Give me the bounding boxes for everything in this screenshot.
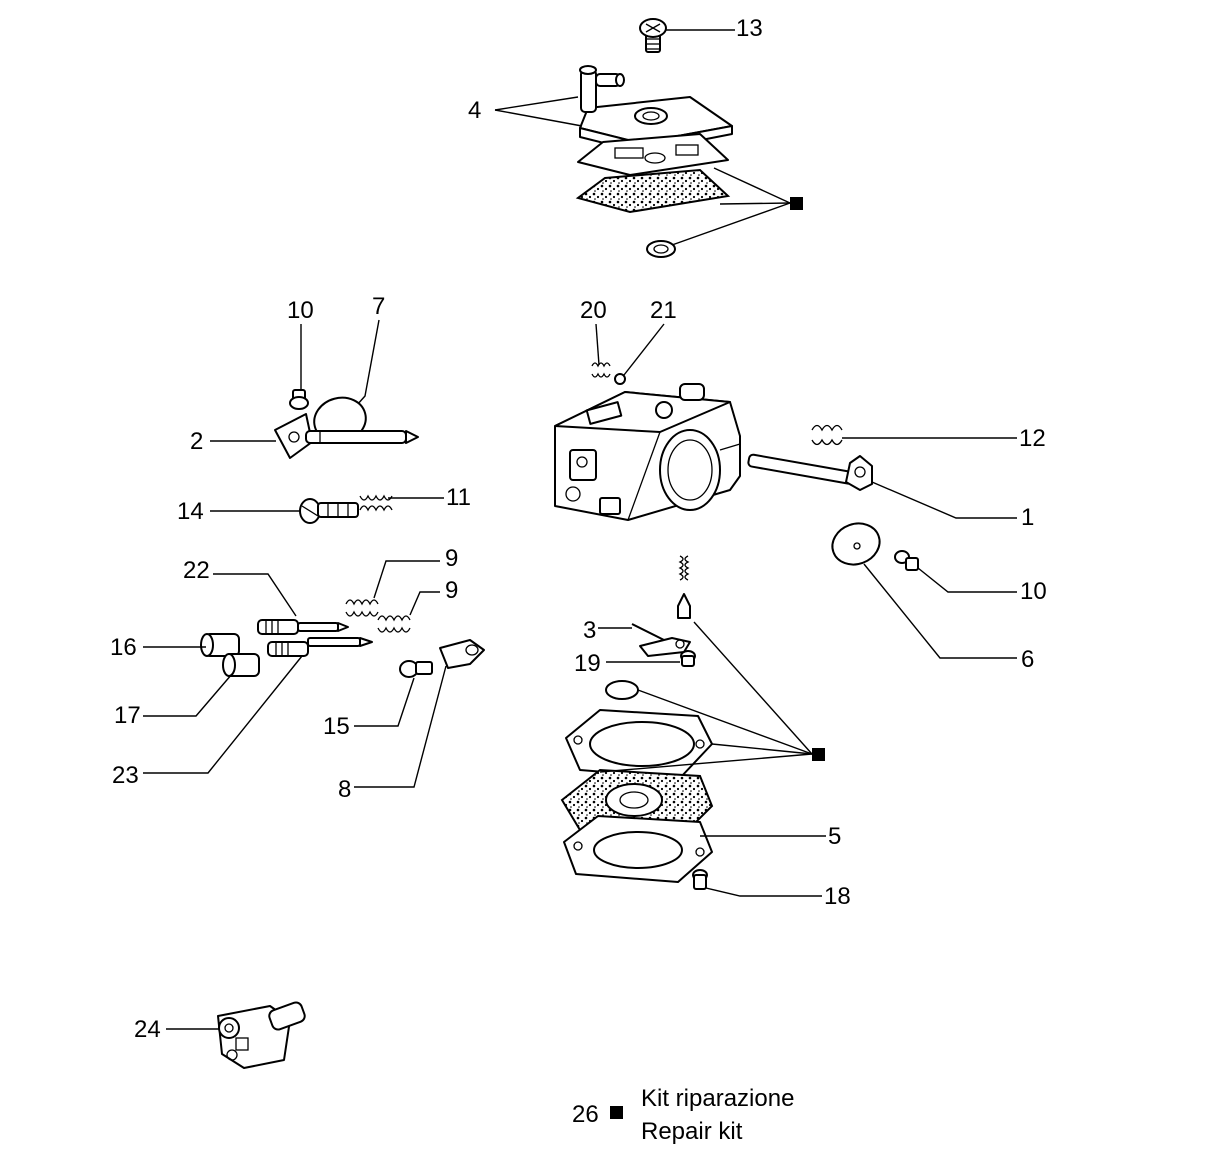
part-8-lever [439,639,485,669]
part-23-needle [267,637,373,657]
callout-19: 19 [574,650,601,677]
leader-8 [354,665,447,788]
legend: 26 Kit riparazione Repair kit [572,1085,794,1145]
callout-9a: 9 [445,545,458,572]
callout-13: 13 [736,15,763,42]
inlet-needle-spring [678,555,690,581]
callout-1: 1 [1021,504,1034,531]
part-16-limiter-cap [200,633,240,657]
callout-11: 11 [446,484,471,511]
callout-14: 14 [177,498,204,525]
metering-disc [605,680,639,700]
callout-8: 8 [338,776,351,803]
callout-10-left: 10 [287,297,314,324]
pump-diaphragm [577,133,729,176]
leader-7 [356,319,380,406]
callout-21: 21 [650,297,677,324]
callout-10-right: 10 [1020,578,1047,605]
part-9-spring-a [345,599,379,617]
part-18-screw [692,869,708,890]
leader-4b [494,109,583,127]
part-24-fitting [217,1001,306,1069]
part-15-screw [399,660,433,678]
leader-kit-top-b [719,202,791,205]
metering-lever [639,637,691,657]
part-17-limiter-cap [222,653,260,677]
part-9-spring-b [377,615,411,633]
leader-23 [143,655,303,774]
part-10-screw-right [894,550,919,571]
leader-4a [494,96,579,111]
leader-kit-mid-c [711,743,813,755]
leader-9b [409,591,440,616]
callout-17: 17 [114,702,141,729]
kit-marker-mid [812,748,825,761]
leader-1 [871,481,1017,519]
leader-kit-mid-a [693,621,813,755]
leader-18 [705,887,822,897]
part-5-cover [563,815,713,883]
callout-16: 16 [110,634,137,661]
callout-5: 5 [828,823,841,850]
part-22-needle [257,619,349,635]
callout-23: 23 [112,762,139,789]
callout-20: 20 [580,297,607,324]
part-2-choke-shaft [274,413,419,459]
leader-10-right [917,567,1017,593]
leader-kit-top-c [671,202,791,246]
legend-line-1: Kit riparazione [641,1085,794,1112]
part-20-spring [591,362,611,378]
black-square-icon [610,1106,623,1119]
callout-3: 3 [583,617,596,644]
part-10-screw-left [289,389,309,410]
leader-22 [213,573,297,617]
inlet-needle [677,593,691,619]
metering-gasket [565,709,713,779]
kit-marker-top [790,197,803,210]
callout-7: 7 [372,293,385,320]
callout-4: 4 [468,97,481,124]
part-1-throttle-shaft [747,453,873,491]
pump-gasket [575,168,731,214]
part-13-screw [639,18,667,53]
leader-15 [354,677,415,727]
leader-17 [143,673,233,717]
callout-15: 15 [323,713,350,740]
callout-18: 18 [824,883,851,910]
part-12-spring [811,424,843,446]
leader-kit-mid-d [599,753,813,773]
leader-20 [595,323,600,366]
part-3-lever-pin [631,623,669,643]
carburetor-body [554,383,741,521]
part-21-ball [614,373,626,385]
legend-line-2: Repair kit [641,1118,743,1145]
leader-9a [373,560,440,599]
part-6-throttle-plate [831,522,881,566]
callout-2: 2 [190,428,203,455]
callout-12: 12 [1019,425,1046,452]
leader-21 [623,323,665,376]
part-19-screw [680,650,696,667]
inlet-filter [646,240,676,258]
legend-number: 26 [572,1101,599,1128]
leader-6 [863,563,1017,659]
callout-24: 24 [134,1016,161,1043]
part-14-adjust-screw [299,498,359,524]
part-11-spring [359,494,393,512]
leader-kit-top-a [713,167,791,204]
callout-9b: 9 [445,577,458,604]
leader-kit-mid-b [637,689,813,755]
callout-6: 6 [1021,646,1034,673]
callout-22: 22 [183,557,210,584]
